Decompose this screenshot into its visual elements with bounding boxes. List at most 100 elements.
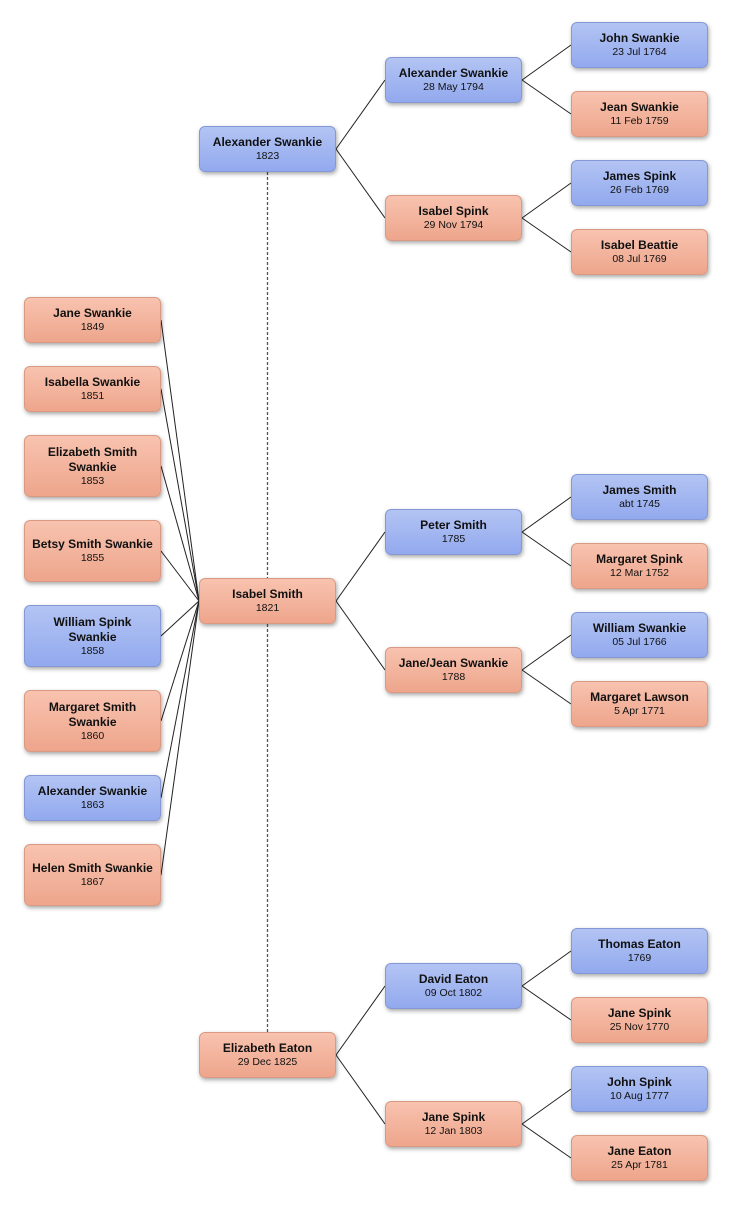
person-date: 08 Jul 1769	[612, 253, 667, 265]
person-name: William Spink Swankie	[53, 614, 132, 644]
person-box[interactable]: James Spink 26 Feb 1769	[571, 160, 708, 206]
person-date: 1867	[80, 876, 105, 888]
parent-link	[335, 600, 386, 671]
person-box[interactable]: William Swankie 05 Jul 1766	[571, 612, 708, 658]
person-box[interactable]: Peter Smith 1785	[385, 509, 522, 555]
child-link	[160, 600, 200, 722]
person-name: Jane Swankie	[53, 306, 132, 320]
person-box[interactable]: Isabel Beattie 08 Jul 1769	[571, 229, 708, 275]
person-name: Jane Spink	[421, 1110, 486, 1124]
child-box[interactable]: Elizabeth Smith Swankie 1853	[24, 435, 161, 497]
parent-link	[521, 1123, 572, 1159]
person-name: John Swankie	[599, 31, 680, 45]
person-name: Isabel Spink	[418, 204, 489, 218]
parent-link	[521, 1088, 572, 1125]
child-link	[160, 600, 200, 799]
person-name: Elizabeth Eaton	[222, 1041, 313, 1055]
person-box[interactable]: Jane Spink 25 Nov 1770	[571, 997, 708, 1043]
person-name: William Swankie	[592, 621, 687, 635]
parent-link	[521, 79, 572, 115]
person-date: 12 Mar 1752	[610, 567, 669, 579]
person-name: Alexander Swankie	[398, 66, 509, 80]
person-date: 1851	[80, 390, 105, 402]
child-link	[160, 600, 200, 637]
person-box[interactable]: Alexander Swankie 1823	[199, 126, 336, 172]
person-date: 1788	[441, 671, 466, 683]
child-box[interactable]: William Spink Swankie 1858	[24, 605, 161, 667]
person-date: 09 Oct 1802	[424, 987, 483, 999]
child-box[interactable]: Jane Swankie 1849	[24, 297, 161, 343]
person-box[interactable]: Jane/Jean Swankie 1788	[385, 647, 522, 693]
person-date: 1855	[80, 552, 105, 564]
child-box[interactable]: Isabella Swankie 1851	[24, 366, 161, 412]
person-box[interactable]: Thomas Eaton 1769	[571, 928, 708, 974]
person-date: 1823	[255, 150, 280, 162]
person-name: Margaret Smith Swankie	[48, 699, 137, 729]
child-link	[160, 465, 200, 602]
person-name: Isabella Swankie	[44, 375, 141, 389]
person-date: 11 Feb 1759	[610, 115, 669, 127]
person-date: 26 Feb 1769	[610, 184, 669, 196]
child-box[interactable]: Alexander Swankie 1863	[24, 775, 161, 821]
person-name: Jane Eaton	[607, 1144, 672, 1158]
person-box[interactable]: Jane Spink 12 Jan 1803	[385, 1101, 522, 1147]
person-box[interactable]: James Smith abt 1745	[571, 474, 708, 520]
person-date: 1769	[627, 952, 652, 964]
person-name: Isabel Beattie	[600, 238, 679, 252]
person-name: Margaret Lawson	[590, 690, 689, 704]
person-box[interactable]: Margaret Spink 12 Mar 1752	[571, 543, 708, 589]
person-date: abt 1745	[619, 498, 660, 510]
person-box[interactable]: Jane Eaton 25 Apr 1781	[571, 1135, 708, 1181]
person-date: 05 Jul 1766	[612, 636, 667, 648]
child-box[interactable]: Helen Smith Swankie 1867	[24, 844, 161, 906]
person-name: Alexander Swankie	[212, 135, 323, 149]
person-date: 1849	[80, 321, 105, 333]
person-box[interactable]: Elizabeth Eaton 29 Dec 1825	[199, 1032, 336, 1078]
person-box[interactable]: David Eaton 09 Oct 1802	[385, 963, 522, 1009]
person-name: Jean Swankie	[600, 100, 679, 114]
person-box[interactable]: Alexander Swankie 28 May 1794	[385, 57, 522, 103]
person-date: 25 Apr 1781	[611, 1159, 668, 1171]
person-box[interactable]: Jean Swankie 11 Feb 1759	[571, 91, 708, 137]
person-date: 1785	[441, 533, 466, 545]
person-date: 23 Jul 1764	[612, 46, 667, 58]
person-box[interactable]: John Swankie 23 Jul 1764	[571, 22, 708, 68]
person-name: Betsy Smith Swankie	[32, 537, 153, 551]
parent-link	[335, 148, 386, 219]
person-name: David Eaton	[418, 972, 489, 986]
person-name: Helen Smith Swankie	[32, 861, 153, 875]
person-name: James Smith	[602, 483, 677, 497]
parent-link	[335, 1054, 386, 1125]
parent-link	[521, 496, 572, 533]
person-name: Isabel Smith	[232, 587, 303, 601]
parent-link	[521, 985, 572, 1021]
child-box[interactable]: Betsy Smith Swankie 1855	[24, 520, 161, 582]
person-date: 1821	[255, 602, 280, 614]
child-link	[160, 600, 200, 876]
child-box[interactable]: Margaret Smith Swankie 1860	[24, 690, 161, 752]
person-date: 10 Aug 1777	[610, 1090, 669, 1102]
parent-link	[521, 182, 572, 219]
parent-link	[521, 44, 572, 81]
person-date: 12 Jan 1803	[424, 1125, 483, 1137]
person-box[interactable]: Isabel Smith 1821	[199, 578, 336, 624]
child-link	[160, 550, 200, 602]
person-box[interactable]: Isabel Spink 29 Nov 1794	[385, 195, 522, 241]
person-date: 5 Apr 1771	[614, 705, 665, 717]
person-box[interactable]: John Spink 10 Aug 1777	[571, 1066, 708, 1112]
person-date: 1860	[80, 729, 105, 742]
parent-link	[335, 985, 386, 1056]
child-link	[160, 319, 200, 602]
person-name: James Spink	[602, 169, 677, 183]
person-name: Peter Smith	[420, 518, 487, 532]
person-name: Jane/Jean Swankie	[398, 656, 509, 670]
parent-link	[521, 217, 572, 253]
person-name: John Spink	[607, 1075, 672, 1089]
person-date: 25 Nov 1770	[609, 1021, 670, 1033]
person-date: 1863	[80, 799, 105, 811]
child-link	[160, 388, 200, 602]
parent-link	[521, 950, 572, 987]
person-box[interactable]: Margaret Lawson 5 Apr 1771	[571, 681, 708, 727]
